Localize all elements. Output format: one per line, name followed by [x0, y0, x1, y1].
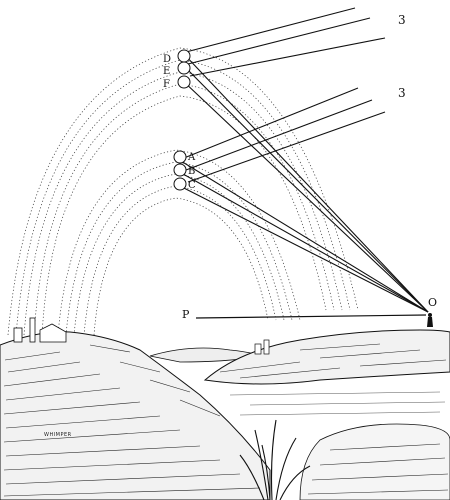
incoming-ray: [189, 37, 386, 77]
incoming-ray: [185, 99, 373, 171]
horizon-line: [195, 314, 427, 319]
castle-ruin: [254, 339, 270, 355]
ruin-building: [13, 317, 67, 343]
outer-arc: [15, 59, 351, 336]
foreground-reeds: [239, 419, 311, 500]
incoming-ray: [187, 111, 386, 183]
emergent-ray: [175, 183, 429, 313]
water-and-shore: [229, 391, 450, 500]
inner-arc: [83, 185, 277, 336]
upper-ray-number: 3: [398, 13, 406, 27]
drop-label-a: A: [187, 152, 196, 163]
drop-label-c: C: [188, 180, 196, 191]
lower-raindrops: [173, 150, 187, 191]
raindrop-e: [177, 61, 191, 75]
outer-bow-arcs: [7, 47, 359, 336]
incoming-ray: [183, 87, 359, 159]
emergent-ray: [175, 157, 429, 313]
left-hill: [0, 317, 271, 500]
engraver-signature: WHIMPER: [44, 432, 72, 438]
emergent-rays: [175, 51, 429, 313]
inner-arc: [57, 149, 301, 336]
raindrop-f: [177, 75, 191, 89]
upper-raindrops: [177, 49, 191, 89]
raindrop-d: [177, 49, 191, 63]
raindrop-a: [173, 150, 187, 164]
emergent-ray: [181, 63, 429, 313]
outer-arc: [23, 71, 343, 336]
outer-arc: [7, 47, 359, 336]
horizon-label-p: P: [182, 308, 190, 321]
drop-label-d: D: [163, 54, 171, 65]
upper-incoming-rays: [185, 7, 386, 77]
observer-figure: [427, 313, 433, 327]
outer-arc: [41, 95, 327, 336]
drop-label-e: E: [163, 66, 170, 77]
lower-incoming-rays: [183, 87, 386, 183]
observer-label-o: O: [428, 296, 437, 309]
raindrop-c: [173, 177, 187, 191]
emergent-ray: [181, 51, 429, 313]
distant-land: [149, 329, 450, 385]
inner-arc: [93, 197, 269, 336]
emergent-ray: [181, 79, 429, 313]
drop-label-b: B: [188, 166, 195, 177]
incoming-ray: [187, 17, 371, 65]
inner-arc: [73, 173, 285, 336]
lower-ray-number: 3: [398, 86, 406, 100]
emergent-ray: [175, 169, 429, 313]
drop-label-f: F: [163, 79, 170, 90]
incoming-ray: [185, 7, 356, 53]
raindrop-b: [173, 163, 187, 177]
